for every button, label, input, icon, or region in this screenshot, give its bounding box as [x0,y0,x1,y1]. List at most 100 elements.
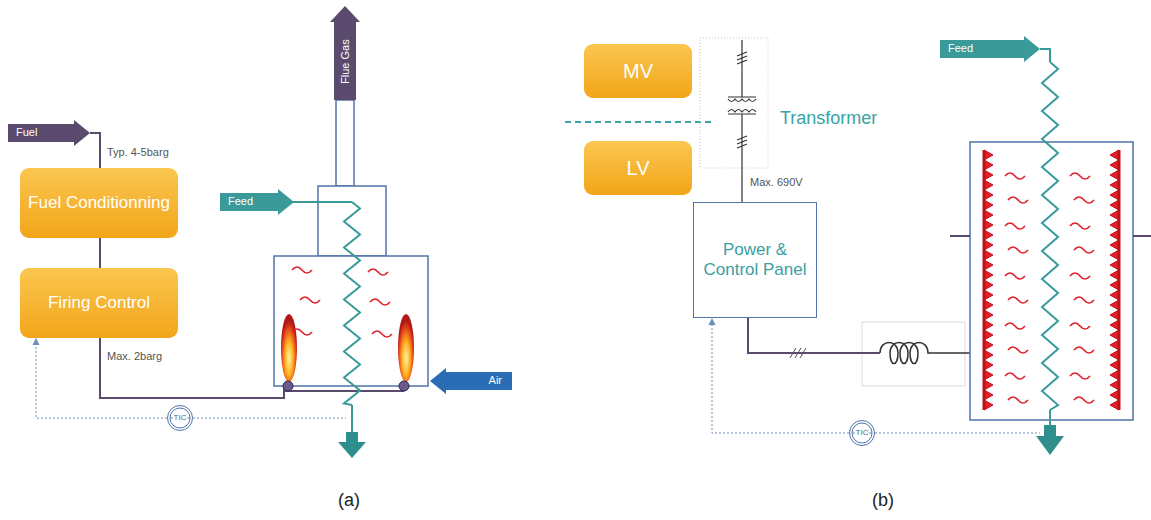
heat-wave [1074,247,1094,253]
flow-arrow: Fuel [8,120,90,146]
annotation-label: Max. 690V [750,176,803,188]
node-text: Fuel Conditionning [28,193,170,213]
arrow-body [330,6,360,100]
heat-wave [1005,373,1025,379]
instrument-bubble: TIC [167,405,193,431]
connector-line [712,318,849,433]
heating-element-teeth [984,150,993,410]
coil-stroke [1042,62,1058,410]
heating-element-teeth [1110,150,1119,410]
cable-coil [880,343,970,364]
heating-element-bar [1118,150,1121,410]
annotation-label: Max. 2barg [107,350,162,362]
process-box: Firing Control [20,268,178,338]
heat-wave [292,329,312,335]
process-box: LV [584,141,692,195]
heat-wave [1005,323,1025,329]
vessel-nozzle [950,235,1151,237]
node-text: Fuel [16,126,37,139]
burner-flame [281,314,297,382]
panel-box: Power & Control Panel [693,202,817,318]
heat-wave [1008,197,1028,203]
node-text: Feed [228,195,253,208]
node-text: Air [489,374,502,387]
signal-line [875,433,1040,434]
transformer-frame [700,38,768,168]
node-text: TIC [173,413,188,423]
cable-ticks [790,348,806,358]
flow-arrow: Air [430,368,512,394]
node-text: Power & Control Panel [694,240,816,281]
flow-arrow: Feed [220,189,294,215]
feed-line [292,201,352,203]
heat-wave [372,331,392,337]
heat-wave [1070,273,1090,279]
connector-line [99,238,101,268]
heat-wave [1074,197,1094,203]
arrow-body [430,368,512,394]
heat-wave [300,297,320,303]
signal-line [193,418,346,419]
node-text: MV [623,59,653,83]
heat-wave [1074,297,1094,303]
bubble-outer [168,406,193,431]
arrowhead [709,318,716,325]
node-text: TIC [855,428,870,438]
heat-wave [1008,247,1028,253]
process-box: MV [584,44,692,98]
flow-arrow: Feed [940,36,1040,62]
convection-section [318,186,386,256]
heat-wave [1008,397,1028,403]
process-coil [344,202,360,405]
fuel-connector [90,133,100,168]
signal-connector [33,338,168,418]
outlet-line [1049,410,1051,425]
fuel-connector [100,238,101,268]
annotation-label: Transformer [780,108,877,129]
annotation-label: (a) [338,490,360,511]
power-cable [748,318,880,353]
bubble-inner [852,423,872,443]
process-box: Fuel Conditionning [20,168,178,238]
electric-heater-vessel [970,142,1133,420]
node-text: Firing Control [48,293,150,313]
heat-wave [1070,223,1090,229]
burner-riser [284,386,404,391]
heating-element-bar [983,150,986,410]
flow-arrow: Flue Gas [330,6,360,100]
heat-wave [1005,223,1025,229]
burner [399,381,409,391]
voltage-divider [565,121,712,123]
burner-flame [398,314,414,382]
heat-wave [1070,173,1090,179]
heat-wave [1005,273,1025,279]
heat-wave [1070,373,1090,379]
heat-wave [1074,347,1094,353]
connector-line [90,133,100,168]
heat-wave [1005,173,1025,179]
heat-wave [368,269,388,275]
node-text: Feed [948,42,973,55]
bubble-inner [170,408,190,428]
bubble-outer [850,421,875,446]
arrow-body [220,189,294,215]
coil-stroke [344,202,360,405]
outlet-arrow [338,432,366,458]
heat-wave [1070,323,1090,329]
process-coil [1042,62,1058,410]
outlet-arrow [1036,425,1064,455]
connector-line [36,338,167,418]
annotation-label: (b) [872,490,894,511]
arrow-body [8,120,90,146]
arrowhead [33,338,40,345]
feed-line [1040,49,1050,62]
node-text: Flue Gas [338,39,351,84]
signal-connector [709,318,850,433]
stack [336,100,354,186]
outlet-line [351,405,353,432]
heat-wave [1008,297,1028,303]
